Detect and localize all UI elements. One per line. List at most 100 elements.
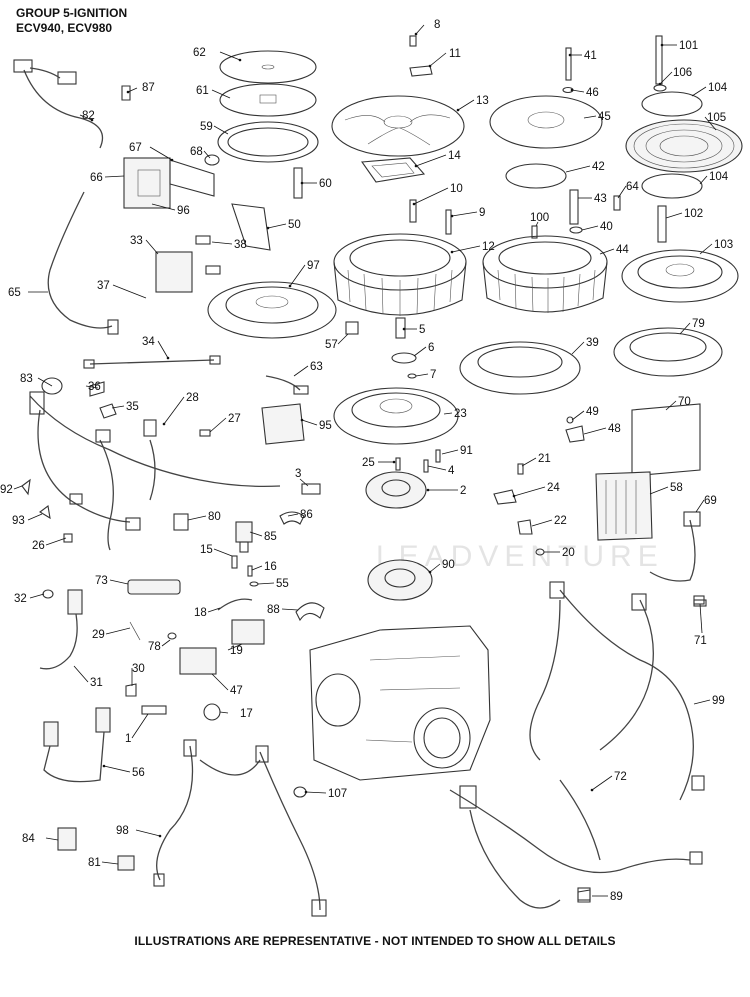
callout-9: 9 [479,207,485,219]
callout-2: 2 [460,485,466,497]
callout-24: 24 [547,482,560,494]
callout-83: 83 [20,373,33,385]
parts-art [13,35,743,917]
callout-14: 14 [448,150,461,162]
callout-92: 92 [0,484,13,496]
callout-101: 101 [679,40,698,52]
callout-34: 34 [142,336,155,348]
callout-107: 107 [328,788,347,800]
callout-28: 28 [186,392,199,404]
callout-4: 4 [448,465,455,477]
callout-12: 12 [482,241,495,253]
callout-69: 69 [704,495,717,507]
callout-95: 95 [319,420,332,432]
callout-42: 42 [592,161,605,173]
callout-100: 100 [530,212,549,224]
callout-46: 46 [586,87,599,99]
callout-7: 7 [430,369,436,381]
callout-90: 90 [442,559,455,571]
callout-33: 33 [130,235,143,247]
callout-64: 64 [626,181,639,193]
callout-30: 30 [132,663,145,675]
callout-70: 70 [678,396,691,408]
callout-15: 15 [200,544,213,556]
callout-41: 41 [584,50,597,62]
callout-35: 35 [126,401,139,413]
callout-80: 80 [208,511,221,523]
callout-17: 17 [240,708,253,720]
callout-31: 31 [90,677,103,689]
callout-60: 60 [319,178,332,190]
callout-72: 72 [614,771,627,783]
callout-91: 91 [460,445,473,457]
callout-102: 102 [684,208,703,220]
callout-1: 1 [125,733,131,745]
callout-23: 23 [454,408,467,420]
callout-8: 8 [434,19,440,31]
callout-84: 84 [22,833,35,845]
callout-27: 27 [228,413,241,425]
callout-62: 62 [193,47,206,59]
callout-104-lower: 104 [709,171,729,183]
callout-21: 21 [538,453,551,465]
callout-32: 32 [14,593,27,605]
callout-97: 97 [307,260,320,272]
callout-49: 49 [586,406,599,418]
callout-25: 25 [362,457,375,469]
callout-37: 37 [97,280,110,292]
callout-85: 85 [264,531,277,543]
callout-20: 20 [562,547,575,559]
callout-67: 67 [129,142,142,154]
callout-59: 59 [200,121,213,133]
callout-44: 44 [616,244,629,256]
callout-40: 40 [600,221,613,233]
callout-66: 66 [90,172,103,184]
callout-36: 36 [88,381,101,393]
callout-98: 98 [116,825,129,837]
callout-99: 99 [712,695,725,707]
callout-5: 5 [419,324,425,336]
callout-19: 19 [230,645,243,657]
callout-39: 39 [586,337,599,349]
callout-11: 11 [449,48,461,60]
callout-47: 47 [230,685,243,697]
group-title: GROUP 5-IGNITION [16,6,128,20]
callout-22: 22 [554,515,567,527]
callout-89: 89 [610,891,623,903]
callout-55: 55 [276,578,289,590]
callout-63: 63 [310,361,323,373]
callout-71: 71 [694,635,707,647]
callout-26: 26 [32,540,45,552]
callout-57: 57 [325,339,338,351]
callout-50: 50 [288,219,301,231]
callout-45: 45 [598,111,611,123]
callout-81: 81 [88,857,101,869]
callout-103: 103 [714,239,733,251]
callout-6: 6 [428,342,434,354]
callout-88: 88 [267,604,280,616]
callout-10: 10 [450,183,463,195]
callout-79: 79 [692,318,705,330]
callout-29: 29 [92,629,105,641]
callout-48: 48 [608,423,621,435]
callout-104-upper: 104 [708,82,728,94]
callout-56: 56 [132,767,145,779]
callout-68: 68 [190,146,203,158]
callout-73: 73 [95,575,108,587]
callout-96: 96 [177,205,190,217]
title-block: GROUP 5-IGNITION ECV940, ECV980 [16,6,127,36]
callout-13: 13 [476,95,489,107]
callout-106: 106 [673,67,692,79]
callout-leaders [13,24,717,897]
callout-58: 58 [670,482,683,494]
callout-86: 86 [300,509,313,521]
callout-82: 82 [82,110,95,122]
callout-61: 61 [196,85,209,97]
models-subtitle: ECV940, ECV980 [16,21,113,35]
callout-43: 43 [594,193,607,205]
callout-16: 16 [264,561,277,573]
callout-38: 38 [234,239,247,251]
leader-dots [90,32,664,838]
callout-78: 78 [148,641,161,653]
